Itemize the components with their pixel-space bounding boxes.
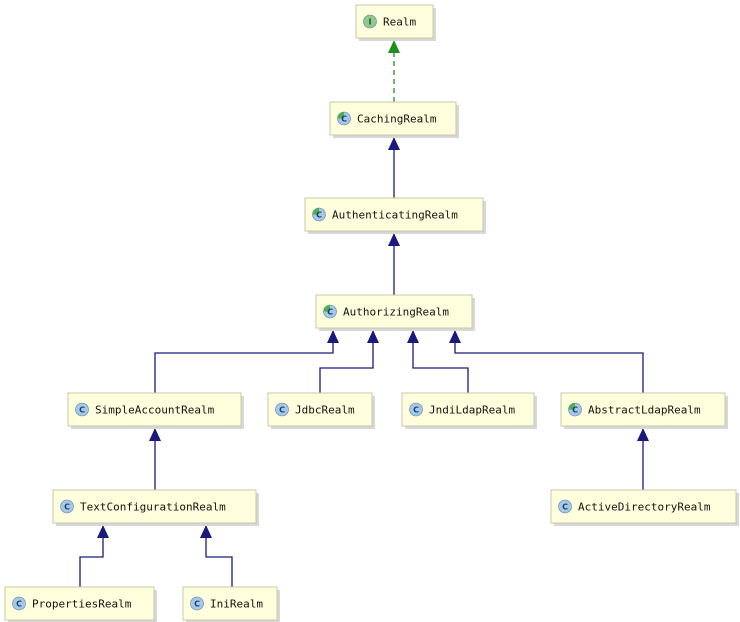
class-icon: C <box>409 402 423 417</box>
node-box <box>550 489 737 524</box>
node-label: Realm <box>383 16 416 29</box>
node-caching-realm[interactable]: C CachingRealm <box>329 101 459 138</box>
edge-jndi_ldap_realm-to-authorizing_realm <box>407 330 469 393</box>
edge-properties_realm-to-text_configuration_realm <box>79 525 109 587</box>
edge-abstract_ldap_realm-to-authorizing_realm <box>449 330 644 393</box>
edge-line <box>319 330 374 393</box>
node-label: PropertiesRealm <box>32 598 132 611</box>
icon-letter: I <box>369 18 372 27</box>
arrowhead-icon <box>200 525 212 538</box>
class-icon: C <box>60 499 74 514</box>
node-box <box>401 392 535 427</box>
edge-jdbc_realm-to-authorizing_realm <box>319 330 379 393</box>
class-icon: C <box>558 499 572 514</box>
node-jndi-ldap-realm[interactable]: C JndiLdapRealm <box>401 392 537 429</box>
edge-simple_account_realm-to-authorizing_realm <box>154 330 339 393</box>
abstract-class-icon: C <box>312 207 326 222</box>
node-abstract-ldap-realm[interactable]: C AbstractLdapRealm <box>560 392 728 429</box>
node-box <box>329 101 457 136</box>
node-box <box>4 586 155 621</box>
node-label: CachingRealm <box>357 113 437 126</box>
icon-letter: C <box>562 503 568 512</box>
node-box <box>304 197 484 232</box>
edge-authenticating_realm-to-caching_realm <box>388 137 400 198</box>
node-text-configuration-realm[interactable]: C TextConfigurationRealm <box>52 489 259 526</box>
icon-letter: C <box>413 406 419 415</box>
arrowhead-icon <box>367 330 379 343</box>
arrowhead-icon <box>388 40 400 53</box>
node-active-directory-realm[interactable]: C ActiveDirectoryRealm <box>550 489 739 526</box>
node-label: AuthorizingRealm <box>343 306 449 319</box>
edge-caching_realm-to-realm <box>388 40 400 102</box>
node-label: TextConfigurationRealm <box>80 501 226 514</box>
abstract-class-icon: C <box>337 111 351 126</box>
icon-letter: C <box>64 503 70 512</box>
edge-line <box>205 525 233 587</box>
class-icon: C <box>190 596 204 611</box>
node-realm[interactable]: I Realm <box>355 4 436 41</box>
node-label: IniRealm <box>210 598 263 611</box>
node-jdbc-realm[interactable]: C JdbcRealm <box>267 392 375 429</box>
edge-line <box>154 330 334 393</box>
icon-letter: C <box>327 308 333 317</box>
arrowhead-icon <box>388 233 400 246</box>
node-label: AuthenticatingRealm <box>332 209 458 222</box>
edge-ini_realm-to-text_configuration_realm <box>200 525 233 587</box>
arrowhead-icon <box>327 330 339 343</box>
icon-letter: C <box>316 211 322 220</box>
arrowhead-icon <box>388 137 400 150</box>
icon-letter: C <box>16 600 22 609</box>
node-properties-realm[interactable]: C PropertiesRealm <box>4 586 157 622</box>
node-box <box>52 489 257 524</box>
icon-letter: C <box>572 406 578 415</box>
abstract-class-icon: C <box>323 304 337 319</box>
edge-line <box>79 525 104 587</box>
node-simple-account-realm[interactable]: C SimpleAccountRealm <box>67 392 244 429</box>
node-authorizing-realm[interactable]: C AuthorizingRealm <box>315 294 475 331</box>
class-icon: C <box>275 402 289 417</box>
node-label: ActiveDirectoryRealm <box>578 501 711 514</box>
class-icon: C <box>75 402 89 417</box>
edges-layer <box>79 40 649 587</box>
node-box <box>315 294 473 329</box>
class-icon: C <box>12 596 26 611</box>
arrowhead-icon <box>149 428 161 441</box>
arrowhead-icon <box>637 428 649 441</box>
node-label: JdbcRealm <box>295 404 355 417</box>
arrowhead-icon <box>97 525 109 538</box>
node-label: SimpleAccountRealm <box>95 404 215 417</box>
node-box <box>182 586 278 621</box>
node-label: JndiLdapRealm <box>429 404 515 417</box>
icon-letter: C <box>341 115 347 124</box>
interface-icon: I <box>363 14 377 29</box>
node-authenticating-realm[interactable]: C AuthenticatingRealm <box>304 197 486 234</box>
edge-authorizing_realm-to-authenticating_realm <box>388 233 400 295</box>
icon-letter: C <box>79 406 85 415</box>
edge-line <box>412 330 469 393</box>
node-box <box>67 392 242 427</box>
edge-active_directory_realm-to-abstract_ldap_realm <box>637 428 649 490</box>
edge-line <box>454 330 644 393</box>
node-box <box>560 392 726 427</box>
arrowhead-icon <box>407 330 419 343</box>
node-label: AbstractLdapRealm <box>588 404 701 417</box>
node-ini-realm[interactable]: C IniRealm <box>182 586 280 622</box>
abstract-class-icon: C <box>568 402 582 417</box>
icon-letter: C <box>194 600 200 609</box>
edge-text_configuration_realm-to-simple_account_realm <box>149 428 161 490</box>
icon-letter: C <box>279 406 285 415</box>
arrowhead-icon <box>449 330 461 343</box>
